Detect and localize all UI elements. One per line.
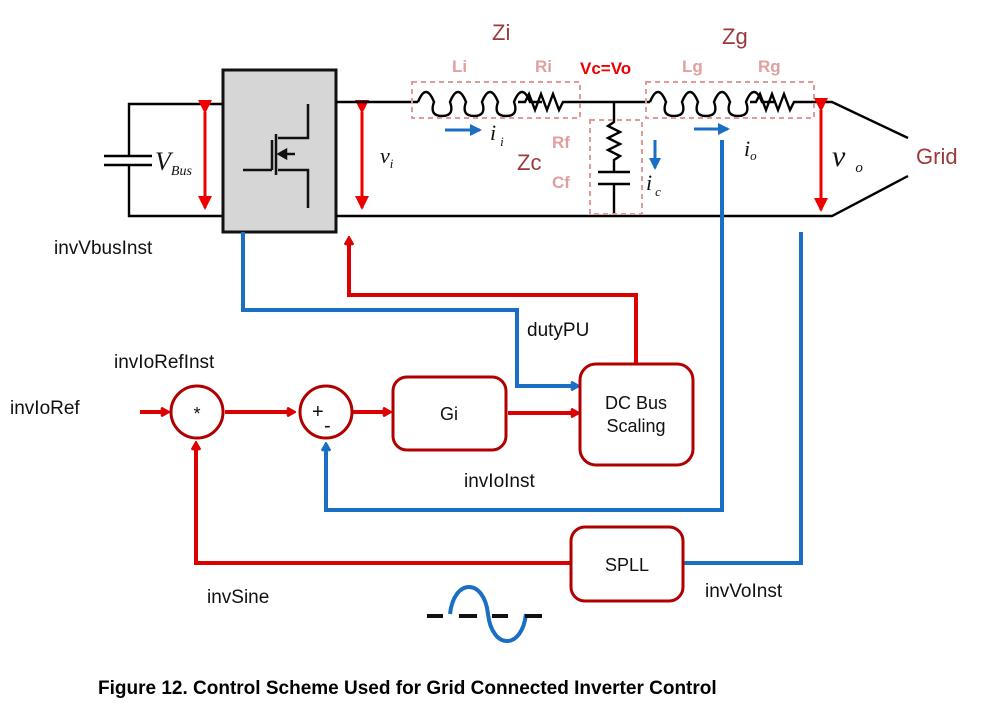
gi-block: Gi [391,375,508,452]
rg-label: Rg [758,57,781,76]
inverter-block [221,68,338,234]
ri-label: Ri [535,57,552,76]
inv-sine-label: invSine [207,587,269,608]
bottom-rail [336,174,909,218]
spll-block: SPLL [569,525,685,603]
svg-text:*: * [193,404,200,424]
zc-label: Zc [517,150,541,175]
dc-bus-wires [127,102,222,218]
zg-label: Zg [722,24,748,49]
inv-io-ref-label: invIoRef [10,398,80,419]
summing-junction: + - [298,384,354,440]
duty-wire [349,238,638,366]
power-circuit: VBus vi [104,20,958,234]
resistor-ri [518,90,650,114]
io-feedback-wire [326,140,724,512]
cf-label: Cf [552,173,570,192]
zg-box [645,81,815,119]
svg-text:DC Bus: DC Bus [605,393,667,413]
vbus-label: VBus [155,147,192,179]
svg-text:Scaling: Scaling [606,416,665,436]
inductor-li [416,90,542,118]
vi-label: vi [380,143,394,171]
inv-vbus-inst-label: invVbusInst [54,238,153,259]
mosfet-icon [243,104,310,208]
resistor-rg [750,90,909,140]
vo-feedback-wire [684,232,803,565]
dc-bus-scaling-block: DC Bus Scaling [578,362,695,467]
duty-pu-label: dutyPU [527,320,589,341]
sine-wave-icon [427,585,542,643]
li-label: Li [452,57,467,76]
filter-rf-cf [598,102,630,216]
rf-label: Rf [552,133,570,152]
vbus-feedback-wire [241,232,578,386]
svg-text:Gi: Gi [440,404,458,424]
zi-box [411,81,581,119]
sum-minus-sign: - [324,415,331,437]
vc-vo-label: Vc=Vo [580,59,631,78]
lg-label: Lg [682,57,703,76]
inv-io-ref-inst-label: invIoRefInst [114,352,215,373]
multiplier-block: * [169,384,225,440]
grid-label: Grid [916,144,958,169]
svg-text:SPLL: SPLL [605,555,649,575]
inductor-lg [648,90,774,118]
zc-box [589,119,643,215]
io-label: io [744,136,757,163]
zi-label: Zi [492,20,510,45]
inv-io-inst-label: invIoInst [464,471,535,492]
sum-plus-sign: + [312,401,324,423]
sine-wire [196,443,570,565]
figure-caption: Figure 12. Control Scheme Used for Grid … [98,678,717,699]
inv-vo-inst-label: invVoInst [705,581,783,602]
